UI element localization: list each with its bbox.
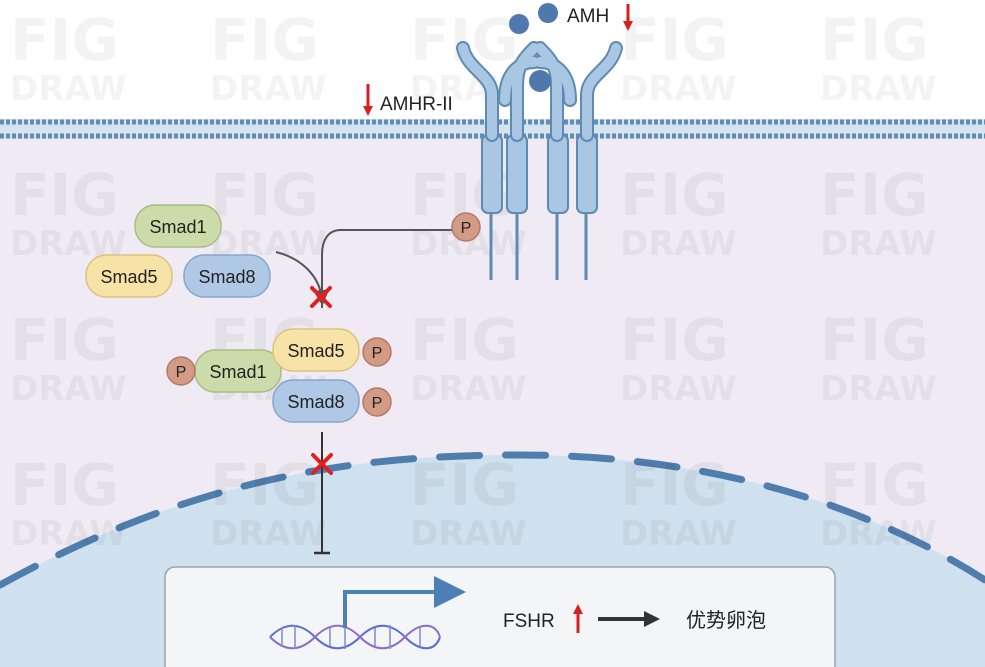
- svg-text:DRAW: DRAW: [10, 69, 127, 109]
- svg-text:FIG: FIG: [410, 451, 519, 519]
- smad8-complex: [272, 379, 360, 423]
- svg-text:DRAW: DRAW: [620, 224, 737, 264]
- smad5-free: Smad5: [85, 254, 173, 298]
- svg-text:DRAW: DRAW: [620, 514, 737, 554]
- svg-text:DRAW: DRAW: [820, 69, 937, 109]
- svg-text:P: P: [372, 395, 383, 412]
- amhr-ii-receptor-complex: [456, 41, 623, 280]
- svg-text:Smad1: Smad1: [149, 217, 206, 237]
- amhr-ii-label: AMHR-II: [380, 94, 453, 115]
- svg-text:DRAW: DRAW: [10, 369, 127, 409]
- amh-label: AMH: [567, 6, 609, 27]
- svg-text:FIG: FIG: [10, 451, 119, 519]
- svg-text:P: P: [461, 220, 472, 237]
- receptor-phospho: P: [451, 212, 481, 242]
- svg-text:DRAW: DRAW: [620, 69, 737, 109]
- inhibit-mark-phosphorylation: [310, 286, 332, 308]
- amhr-ii-down-arrow: [363, 84, 373, 116]
- watermark: FIG FIG FIG FIG FIG DRAW DRAW DRAW DRAW DRAW FIG…: [10, 6, 937, 554]
- smad5-complex: [272, 328, 360, 372]
- amh-ligand: [509, 3, 558, 92]
- svg-text:FIG: FIG: [210, 161, 319, 229]
- svg-text:FIG: FIG: [10, 6, 119, 74]
- smad8-phospho: [362, 387, 392, 417]
- smad-recruit-arrow: [275, 251, 330, 306]
- svg-text:DRAW: DRAW: [820, 369, 937, 409]
- svg-text:FIG: FIG: [820, 161, 929, 229]
- svg-text:FIG: FIG: [620, 161, 729, 229]
- smad5-phospho: [362, 337, 392, 367]
- svg-text:FIG: FIG: [620, 451, 729, 519]
- gene-expression-box: [164, 566, 836, 667]
- svg-text:DRAW: DRAW: [820, 514, 937, 554]
- leads-to-arrow: [598, 611, 660, 627]
- svg-text:P: P: [372, 345, 383, 362]
- svg-text:FIG: FIG: [820, 306, 929, 374]
- svg-text:FIG: FIG: [820, 451, 929, 519]
- svg-text:FIG: FIG: [820, 6, 929, 74]
- smad1-free: Smad1: [134, 204, 222, 248]
- svg-text:P: P: [176, 364, 187, 381]
- svg-text:DRAW: DRAW: [10, 514, 127, 554]
- dominant-follicle-label: 优势卵泡: [686, 608, 766, 632]
- svg-text:FIG: FIG: [10, 161, 119, 229]
- svg-text:DRAW: DRAW: [410, 514, 527, 554]
- svg-text:Smad5: Smad5: [287, 341, 344, 361]
- svg-text:Smad5: Smad5: [100, 267, 157, 287]
- fshr-label: FSHR: [503, 611, 555, 632]
- smad-complex: Smad1 P Smad5 P Smad8 P: [166, 328, 392, 423]
- smad1-phospho: [166, 356, 196, 386]
- svg-text:DRAW: DRAW: [210, 514, 327, 554]
- transcription-repression-line: [314, 432, 330, 555]
- svg-text:DRAW: DRAW: [620, 369, 737, 409]
- svg-text:DRAW: DRAW: [820, 224, 937, 264]
- dna-helix: [269, 624, 441, 650]
- svg-text:FIG: FIG: [210, 451, 319, 519]
- amh-down-arrow: [623, 4, 633, 31]
- svg-text:FIG: FIG: [10, 306, 119, 374]
- svg-text:Smad1: Smad1: [209, 362, 266, 382]
- svg-text:FIG: FIG: [210, 6, 319, 74]
- transcription-start-arrow: [343, 576, 466, 628]
- phospho-signal-line: [321, 229, 452, 308]
- smad8-free: Smad8: [183, 254, 271, 298]
- svg-text:DRAW: DRAW: [410, 369, 527, 409]
- svg-text:Smad8: Smad8: [287, 392, 344, 412]
- svg-text:Smad8: Smad8: [198, 267, 255, 287]
- svg-text:FIG: FIG: [620, 306, 729, 374]
- fshr-up-arrow: [573, 604, 583, 633]
- svg-text:FIG: FIG: [620, 6, 729, 74]
- svg-text:DRAW: DRAW: [210, 69, 327, 109]
- svg-text:FIG: FIG: [410, 306, 519, 374]
- inhibit-mark-translocation: [311, 453, 333, 475]
- nuclear-envelope: [0, 451, 985, 589]
